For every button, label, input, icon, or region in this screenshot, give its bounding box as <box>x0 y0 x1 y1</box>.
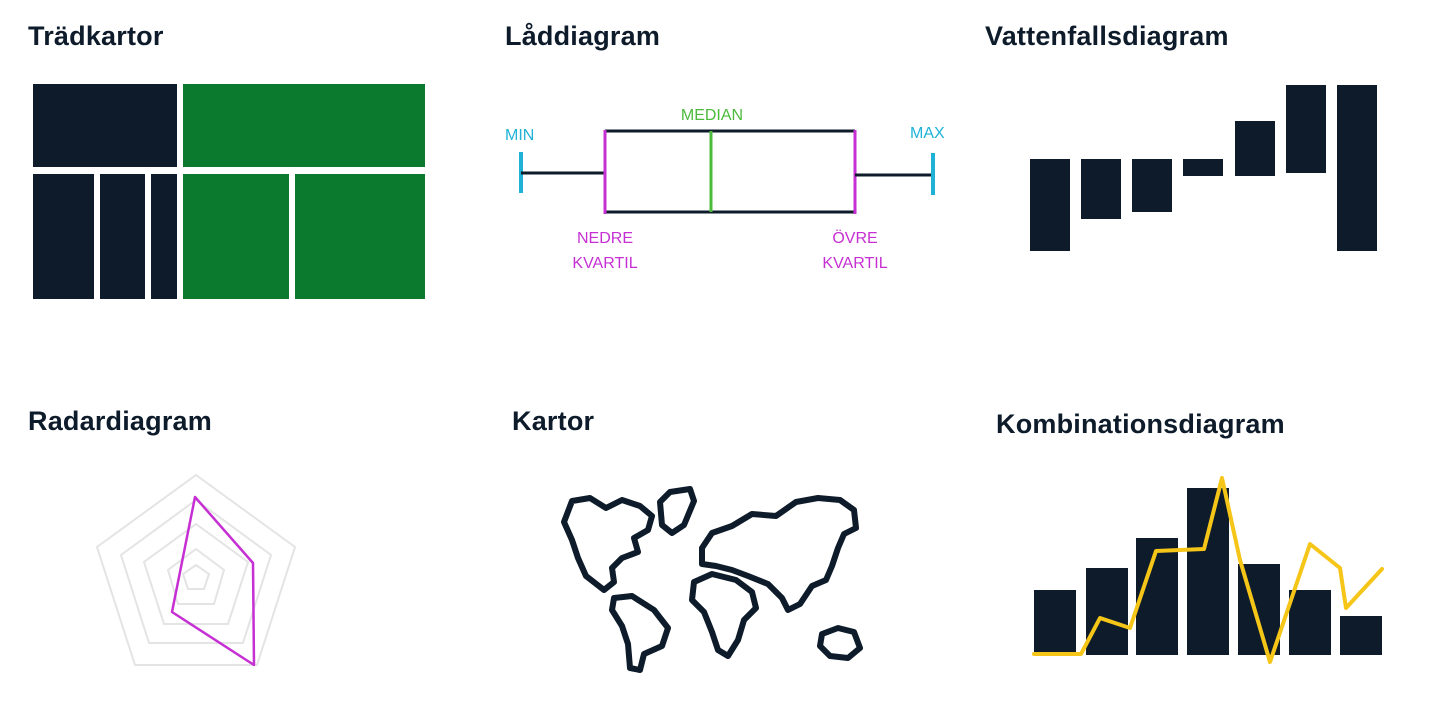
radar-series-shape <box>170 495 256 667</box>
combo-bar-3 <box>1136 538 1178 655</box>
waterfall-bar-6 <box>1286 85 1326 173</box>
radar-illustration <box>95 473 297 667</box>
combo-bar-1 <box>1034 590 1076 655</box>
boxplot-title: Låddiagram <box>505 21 661 51</box>
treemap-cell-navy-top <box>33 84 177 167</box>
boxplot-upper-quartile-label-2: KVARTIL <box>822 255 887 272</box>
boxplot-lower-quartile-label-1: NEDRE <box>577 230 633 247</box>
maps-title: Kartor <box>512 406 595 436</box>
treemap-title: Trädkartor <box>28 21 164 51</box>
waterfall-bar-4 <box>1183 159 1223 176</box>
map-australia <box>817 625 863 661</box>
treemap-illustration <box>33 84 425 299</box>
waterfall-illustration <box>1030 85 1377 251</box>
map-europe-asia <box>699 495 859 613</box>
boxplot-max-label: MAX <box>910 125 945 142</box>
map-africa <box>689 571 759 659</box>
map-greenland <box>657 486 697 536</box>
waterfall-bar-1 <box>1030 159 1070 251</box>
boxplot-lower-quartile-label-2: KVARTIL <box>572 255 637 272</box>
map-south-america <box>609 593 671 673</box>
treemap-cell-navy-2 <box>100 174 145 299</box>
map-north-america <box>561 495 655 593</box>
radar-grid <box>95 473 297 666</box>
treemap-cell-green-top <box>183 84 425 167</box>
boxplot-min-label: MIN <box>505 127 534 144</box>
waterfall-bar-7 <box>1337 85 1377 251</box>
waterfall-bar-2 <box>1081 159 1121 219</box>
waterfall-bar-3 <box>1132 159 1172 212</box>
treemap-cell-green-1 <box>183 174 289 299</box>
treemap-cell-navy-1 <box>33 174 94 299</box>
waterfall-title: Vattenfallsdiagram <box>985 21 1229 51</box>
boxplot-illustration: MIN MAX MEDIAN NEDRE KVARTIL ÖVRE KVARTI… <box>505 107 945 272</box>
waterfall-bar-5 <box>1235 121 1275 176</box>
radar-title: Radardiagram <box>28 406 212 436</box>
combo-title: Kombinationsdiagram <box>996 409 1285 439</box>
boxplot-upper-quartile-label-1: ÖVRE <box>832 229 877 247</box>
combo-line <box>1032 476 1384 664</box>
combo-bar-6 <box>1289 590 1331 655</box>
treemap-cell-green-2 <box>295 174 425 299</box>
combo-bar-7 <box>1340 616 1382 655</box>
world-map-illustration <box>561 486 863 673</box>
combo-bar-2 <box>1086 568 1128 655</box>
treemap-cell-navy-3 <box>151 174 177 299</box>
boxplot-median-label: MEDIAN <box>681 107 743 124</box>
combo-bar-4 <box>1187 488 1229 655</box>
